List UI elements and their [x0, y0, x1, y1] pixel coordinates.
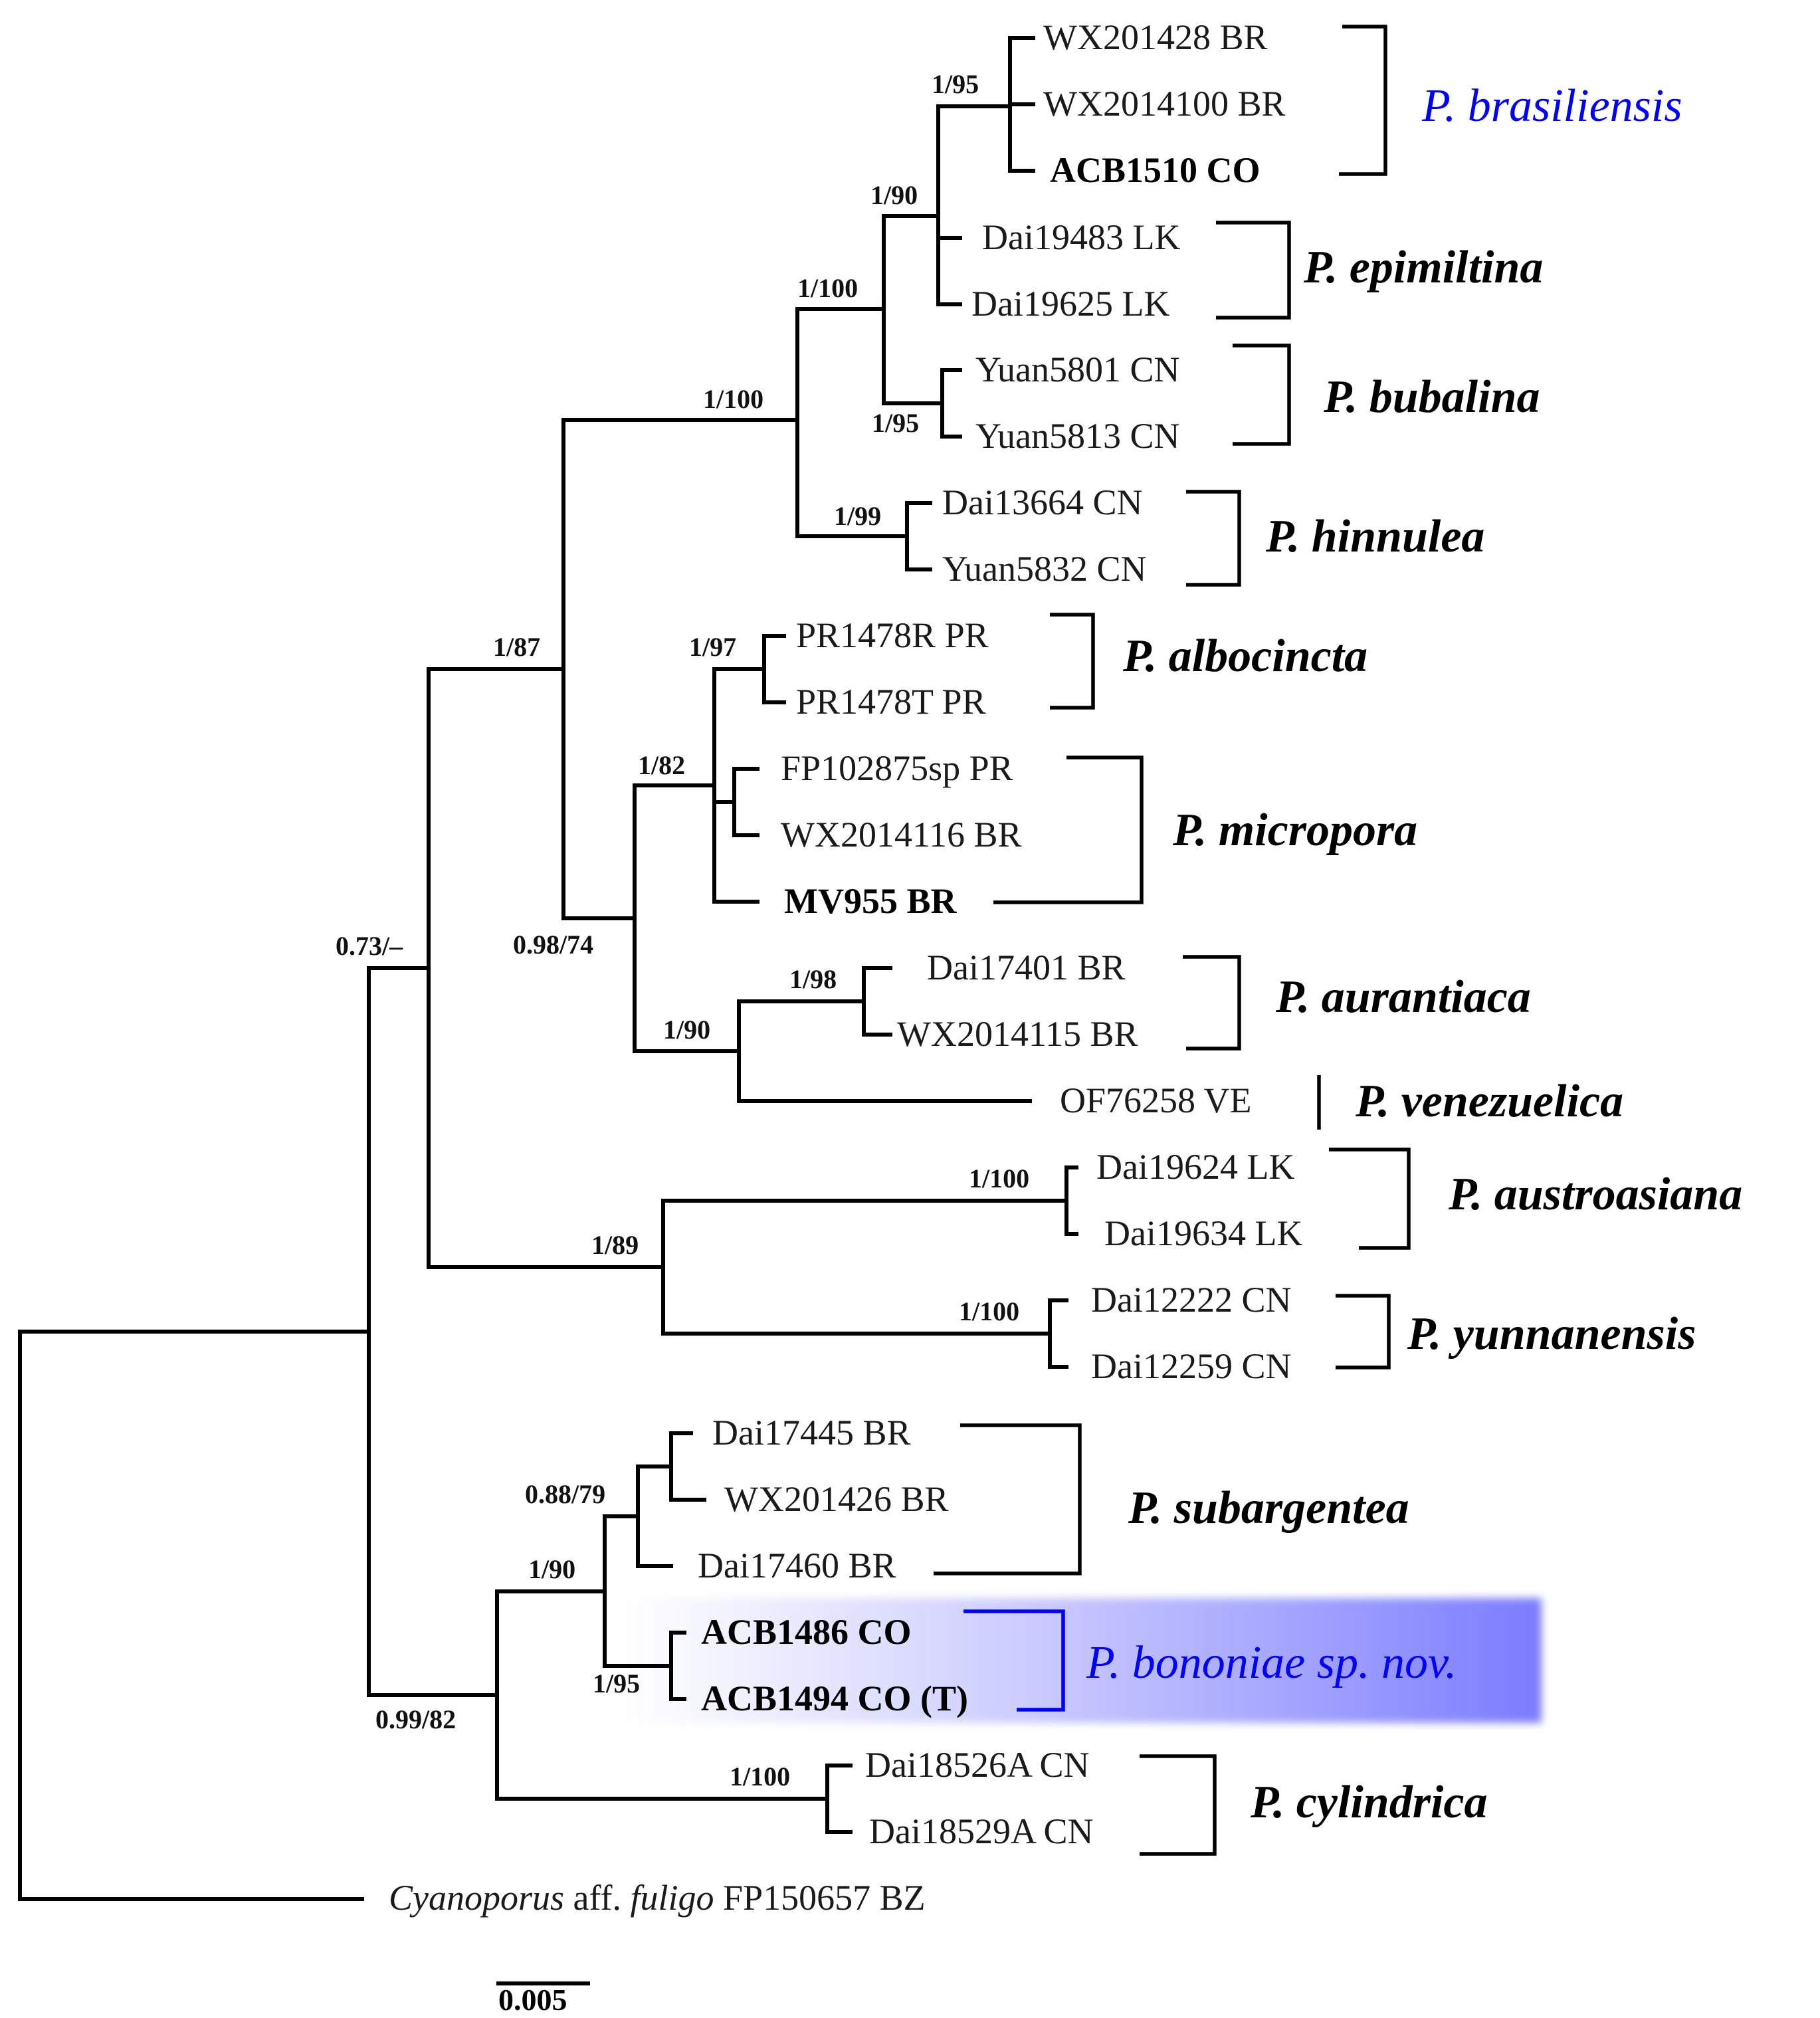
clade-name-austroasiana: P. austroasiana: [1448, 1169, 1742, 1220]
tip-label: Dai18526A CN: [865, 1745, 1090, 1785]
bracket-aurantiaca: [1183, 955, 1241, 1051]
tip-label: PR1478R PR: [796, 615, 989, 655]
tip-label: Dai19634 LK: [1104, 1213, 1302, 1253]
bracket-subargentea: [934, 1423, 1082, 1575]
support-value: 1/100: [959, 1296, 1019, 1326]
clade-name-brasiliensis: P. brasiliensis: [1421, 80, 1682, 132]
support-values: 1/95 1/90 1/100 1/95 1/100 1/99 1/87 1/9…: [336, 69, 1029, 1791]
tip-label: MV955 BR: [784, 881, 957, 921]
tip-label: ACB1510 CO: [1050, 150, 1261, 190]
tip-label: WX2014116 BR: [781, 815, 1022, 855]
tip-label: WX201426 BR: [724, 1479, 949, 1519]
tip-label: Dai12259 CN: [1091, 1346, 1291, 1386]
tip-label: WX201428 BR: [1043, 17, 1268, 57]
support-value: 1/95: [593, 1668, 640, 1698]
clade-name-hinnulea: P. hinnulea: [1265, 511, 1484, 562]
bracket-epimiltina: [1216, 221, 1291, 320]
support-value: 1/90: [663, 1015, 710, 1045]
clade-name-albocincta: P. albocincta: [1122, 631, 1367, 682]
support-value: 1/89: [591, 1230, 639, 1260]
clade-name-bononiae: P. bononiae sp. nov.: [1086, 1637, 1457, 1688]
clade-name-cylindrica: P. cylindrica: [1250, 1777, 1487, 1828]
new-species-highlight: [625, 1598, 1542, 1723]
tree-branches: [18, 36, 1078, 1901]
support-value: 1/100: [797, 273, 858, 303]
support-value: 0.99/82: [375, 1704, 456, 1734]
tip-label: ACB1494 CO (T): [701, 1678, 968, 1718]
tip-label: Dai19483 LK: [982, 217, 1180, 257]
bracket-hinnulea: [1186, 490, 1241, 587]
tip-label: Yuan5801 CN: [975, 350, 1180, 389]
tip-label: Dai12222 CN: [1091, 1280, 1291, 1320]
clade-name-micropora: P. micropora: [1172, 805, 1417, 856]
tip-label: ACB1486 CO: [701, 1612, 912, 1652]
support-value: 0.88/79: [525, 1479, 605, 1509]
clade-name-epimiltina: P. epimiltina: [1303, 242, 1543, 293]
clade-brackets: [934, 25, 1411, 1856]
tip-label: Dai17445 BR: [712, 1413, 911, 1453]
tip-label: Yuan5813 CN: [975, 416, 1180, 456]
clade-name-venezuelica: P. venezuelica: [1355, 1076, 1623, 1127]
tip-labels: WX201428 BR WX2014100 BR ACB1510 CO Dai1…: [389, 17, 1302, 1918]
outgroup-label: Cyanoporus aff. fuligo FP150657 BZ: [389, 1878, 926, 1918]
tip-label: Dai17401 BR: [927, 948, 1126, 987]
tip-label: Dai19625 LK: [971, 284, 1169, 324]
tip-label: Dai18529A CN: [869, 1811, 1094, 1851]
support-value: 1/82: [638, 750, 685, 780]
support-value: 1/100: [969, 1163, 1029, 1193]
bracket-bononiae: [963, 1609, 1065, 1712]
clade-name-bubalina: P. bubalina: [1323, 371, 1540, 423]
support-value: 1/95: [932, 69, 979, 99]
support-value: 1/99: [834, 501, 881, 531]
tip-label: Yuan5832 CN: [942, 549, 1147, 589]
support-value: 1/95: [872, 408, 919, 438]
tip-label: OF76258 VE: [1060, 1080, 1252, 1120]
support-value: 1/98: [789, 964, 837, 994]
bracket-austroasiana: [1329, 1148, 1411, 1250]
scale-bar-label: 0.005: [498, 1983, 567, 2017]
support-value: 1/87: [493, 632, 540, 662]
tip-label: PR1478T PR: [796, 682, 986, 722]
tip-label: Dai19624 LK: [1096, 1147, 1294, 1187]
support-value: 1/97: [689, 632, 736, 662]
tip-label: FP102875sp PR: [781, 748, 1013, 788]
bracket-brasiliensis: [1339, 25, 1387, 176]
bracket-micropora: [993, 756, 1144, 904]
support-value: 0.73/–: [336, 931, 403, 961]
support-value: 1/100: [703, 384, 763, 414]
support-value: 1/90: [870, 180, 918, 210]
scale-bar: 0.005: [496, 1981, 590, 2017]
clade-name-subargentea: P. subargentea: [1128, 1482, 1409, 1534]
bracket-albocincta: [1050, 613, 1095, 710]
support-value: 1/100: [730, 1762, 790, 1791]
tip-label: Dai13664 CN: [942, 482, 1142, 522]
tip-label: Dai17460 BR: [698, 1546, 896, 1585]
support-value: 0.98/74: [513, 930, 593, 959]
support-value: 1/90: [528, 1554, 575, 1584]
clade-name-aurantiaca: P. aurantiaca: [1275, 971, 1531, 1023]
bracket-cylindrica: [1140, 1754, 1217, 1856]
clade-names: P. brasiliensis P. epimiltina P. bubalin…: [1086, 80, 1742, 1828]
tip-label: WX2014115 BR: [897, 1014, 1138, 1054]
bracket-yunnanensis: [1336, 1294, 1391, 1369]
bracket-bubalina: [1233, 344, 1291, 446]
clade-name-yunnanensis: P. yunnanensis: [1407, 1308, 1696, 1360]
tip-label: WX2014100 BR: [1043, 84, 1286, 124]
